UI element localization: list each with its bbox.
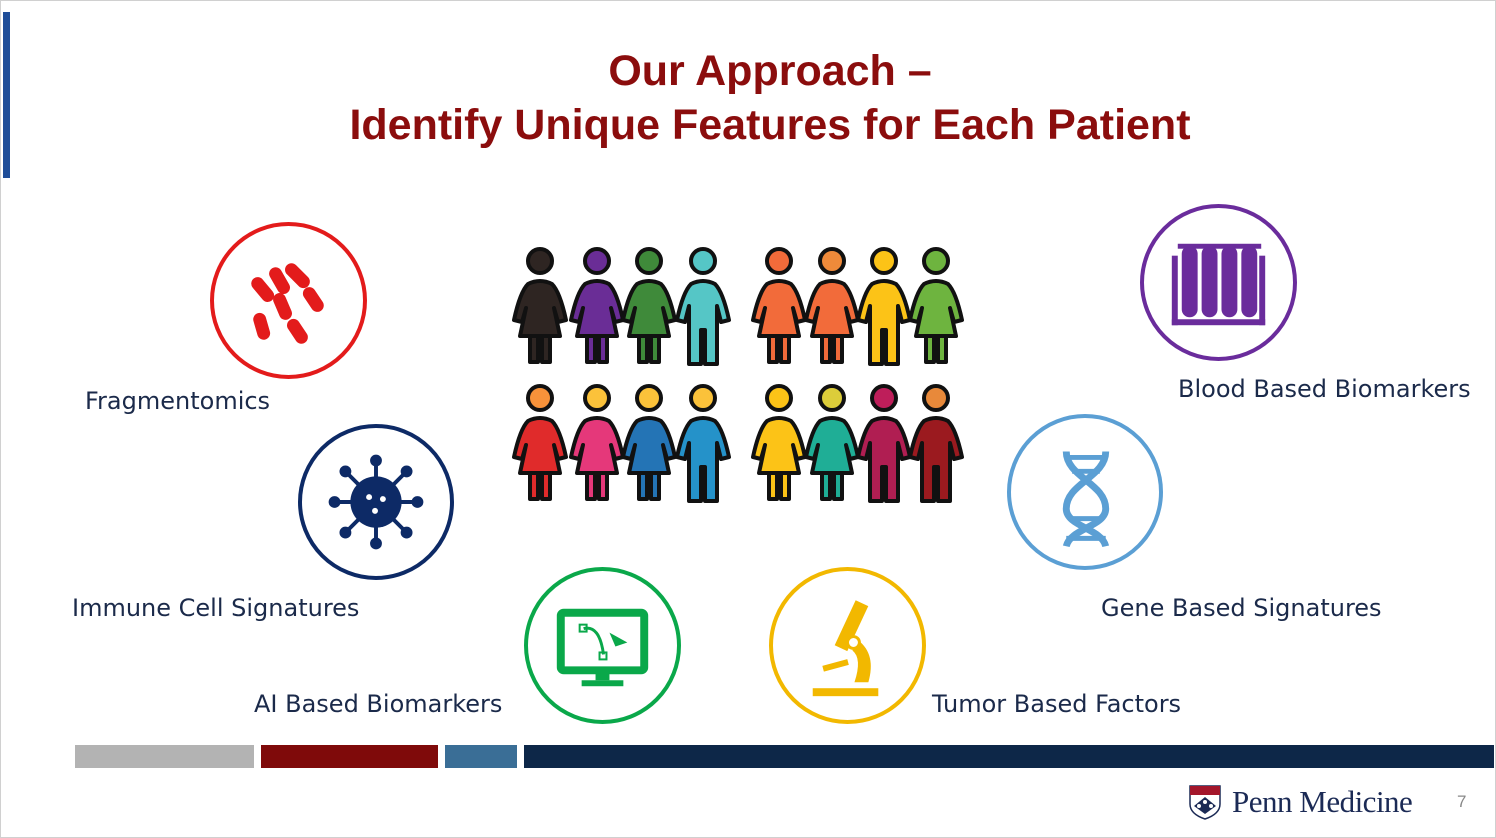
title-line-2: Identify Unique Features for Each Patien… <box>349 101 1191 149</box>
accent-bar <box>3 12 10 178</box>
feature-label-blood-biomarkers: Blood Based Biomarkers <box>1178 375 1471 403</box>
feature-label-immune-cell: Immune Cell Signatures <box>72 594 360 622</box>
patient-figure <box>512 247 568 364</box>
patient-figure <box>751 384 807 501</box>
patient-figure <box>856 384 912 503</box>
patient-figure <box>804 384 860 501</box>
patient-figure <box>621 247 677 364</box>
patient-figure <box>569 384 625 501</box>
feature-label-gene-signatures: Gene Based Signatures <box>1101 594 1382 622</box>
brand-name: Penn Medicine <box>1232 784 1413 819</box>
virus-icon <box>298 424 454 580</box>
feature-label-fragmentomics: Fragmentomics <box>85 387 271 415</box>
feature-label-tumor-factors: Tumor Based Factors <box>932 690 1182 718</box>
page-number: 7 <box>1457 792 1467 811</box>
patient-figure <box>856 247 912 366</box>
dna-icon <box>1007 414 1163 570</box>
patient-figure <box>908 384 964 503</box>
slide-title: Our Approach – Identify Unique Features … <box>0 44 1496 152</box>
patient-figure <box>512 384 568 501</box>
patient-figure <box>804 247 860 364</box>
patient-figure <box>675 247 731 366</box>
footer-stripe-red <box>261 745 438 768</box>
patient-figure <box>569 247 625 364</box>
test-tubes-icon <box>1140 204 1297 361</box>
patient-figure <box>751 247 807 364</box>
footer-stripe-gray <box>75 745 254 768</box>
patient-figure <box>908 247 964 364</box>
bacteria-icon <box>210 222 367 379</box>
patient-figure <box>675 384 731 503</box>
penn-medicine-logo: Penn Medicine <box>1188 784 1413 820</box>
footer-stripe-navy <box>524 745 1494 768</box>
monitor-vector-icon <box>524 567 681 724</box>
microscope-icon <box>769 567 926 724</box>
title-line-1: Our Approach – <box>608 47 932 95</box>
patients-illustration <box>512 247 964 503</box>
penn-shield-icon <box>1189 785 1221 820</box>
footer-stripe-blue <box>445 745 517 768</box>
patient-figure <box>621 384 677 501</box>
feature-label-ai-biomarkers: AI Based Biomarkers <box>254 690 503 718</box>
